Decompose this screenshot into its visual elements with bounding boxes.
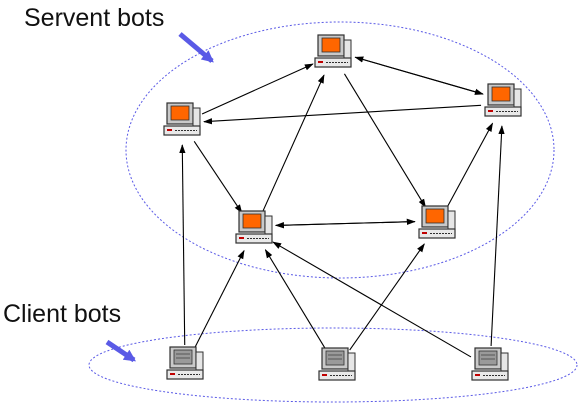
edge-s-right-to-s-top bbox=[354, 56, 484, 95]
edge-c-mid-to-s-mid-right bbox=[349, 243, 425, 351]
computer-icon bbox=[471, 347, 509, 381]
servent-ellipse bbox=[125, 21, 555, 279]
edge-s-mid-right-to-s-mid-left bbox=[274, 221, 415, 229]
edge-c-right-to-s-right bbox=[490, 125, 505, 347]
edge-c-left-to-s-left bbox=[179, 144, 186, 346]
computer-icon bbox=[484, 83, 522, 117]
edge-s-mid-right-to-s-right bbox=[446, 122, 494, 207]
computer-icon bbox=[166, 346, 204, 380]
nodes bbox=[163, 34, 522, 381]
edges bbox=[179, 56, 505, 358]
client-bots-label: Client bots bbox=[3, 300, 122, 328]
edge-s-left-to-s-top bbox=[201, 63, 314, 115]
computer-icon bbox=[418, 205, 456, 239]
client-ellipse bbox=[88, 327, 578, 403]
client-pointer-arrow bbox=[105, 339, 136, 363]
computer-icon bbox=[318, 347, 356, 381]
edge-s-left-to-s-mid-left bbox=[193, 141, 243, 214]
edge-c-left-to-s-mid-left bbox=[194, 249, 245, 348]
servent-pointer-arrow bbox=[178, 32, 214, 63]
servent-bots-label: Servent bots bbox=[24, 4, 165, 32]
edge-s-right-to-s-left bbox=[203, 104, 482, 125]
edge-c-mid-to-s-mid-left bbox=[264, 249, 327, 350]
edge-s-top-to-s-mid-right bbox=[343, 73, 427, 208]
computer-icon bbox=[163, 102, 201, 136]
edge-c-right-to-s-mid-left bbox=[272, 241, 472, 358]
computer-icon bbox=[235, 210, 273, 244]
computer-icon bbox=[314, 34, 352, 68]
edge-s-mid-left-to-s-top bbox=[262, 74, 325, 212]
